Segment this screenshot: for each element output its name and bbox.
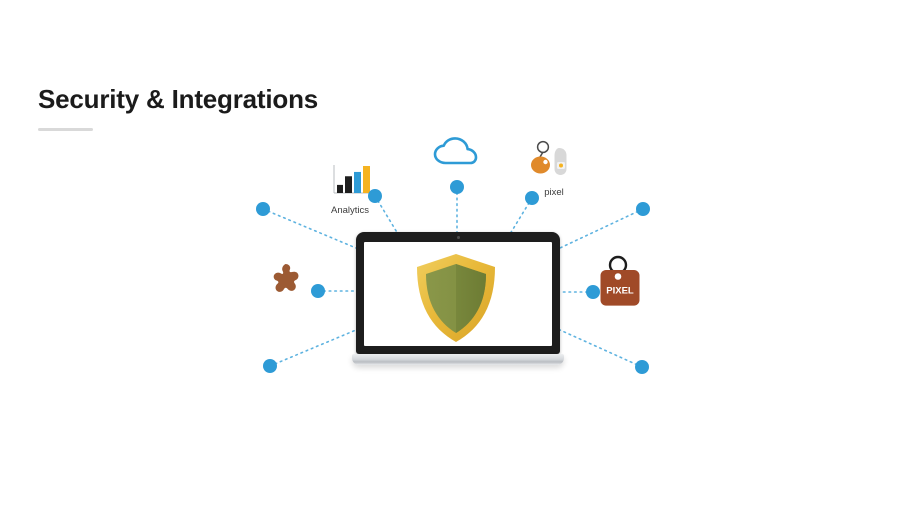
analytics-bar-1 bbox=[337, 184, 343, 193]
title-underline-rule bbox=[38, 128, 93, 131]
laptop-base bbox=[352, 354, 564, 365]
shield-icon bbox=[413, 252, 499, 344]
pixel-keychain-icon bbox=[531, 140, 567, 175]
node-dot-analytics[interactable] bbox=[368, 189, 382, 203]
node-dot-bottom-right[interactable] bbox=[635, 360, 649, 374]
connector-top-right-outer bbox=[559, 208, 644, 249]
node-dot-cloud[interactable] bbox=[450, 180, 464, 194]
laptop-camera-dot bbox=[456, 236, 460, 239]
analytics-bar-2 bbox=[345, 176, 352, 193]
node-dot-top-right-outer[interactable] bbox=[636, 202, 650, 216]
node-dot-top-left-outer[interactable] bbox=[256, 202, 270, 216]
connector-top-left-outer bbox=[262, 208, 357, 249]
connector-analytics bbox=[374, 195, 399, 235]
icon-puzzle-piece[interactable] bbox=[272, 262, 306, 301]
analytics-bar-3 bbox=[354, 171, 361, 193]
node-dot-left-middle[interactable] bbox=[311, 284, 325, 298]
pixel-keychain-label: pixel bbox=[544, 187, 564, 198]
node-dot-bottom-left[interactable] bbox=[263, 359, 277, 373]
analytics-bar-4 bbox=[363, 166, 370, 193]
icon-pixel-tag[interactable]: PIXEL bbox=[596, 254, 644, 315]
pixel-price-tag-icon: PIXEL bbox=[600, 255, 640, 306]
puzzle-piece-icon bbox=[273, 264, 299, 292]
analytics-bar-chart-icon bbox=[333, 165, 372, 194]
connector-bottom-left bbox=[269, 329, 357, 367]
pixel-tag-text: PIXEL bbox=[606, 286, 634, 297]
icon-pixel-keychain[interactable]: pixel bbox=[526, 140, 582, 198]
analytics-label: Analytics bbox=[330, 205, 369, 216]
node-dot-right-middle[interactable] bbox=[586, 285, 600, 299]
icon-cloud[interactable] bbox=[432, 136, 480, 173]
cloud-icon bbox=[433, 137, 478, 165]
page-title: Security & Integrations bbox=[38, 84, 319, 114]
connector-bottom-right bbox=[559, 329, 643, 368]
icon-analytics[interactable]: Analytics bbox=[322, 162, 378, 216]
node-dot-pixel-key[interactable] bbox=[525, 191, 539, 205]
